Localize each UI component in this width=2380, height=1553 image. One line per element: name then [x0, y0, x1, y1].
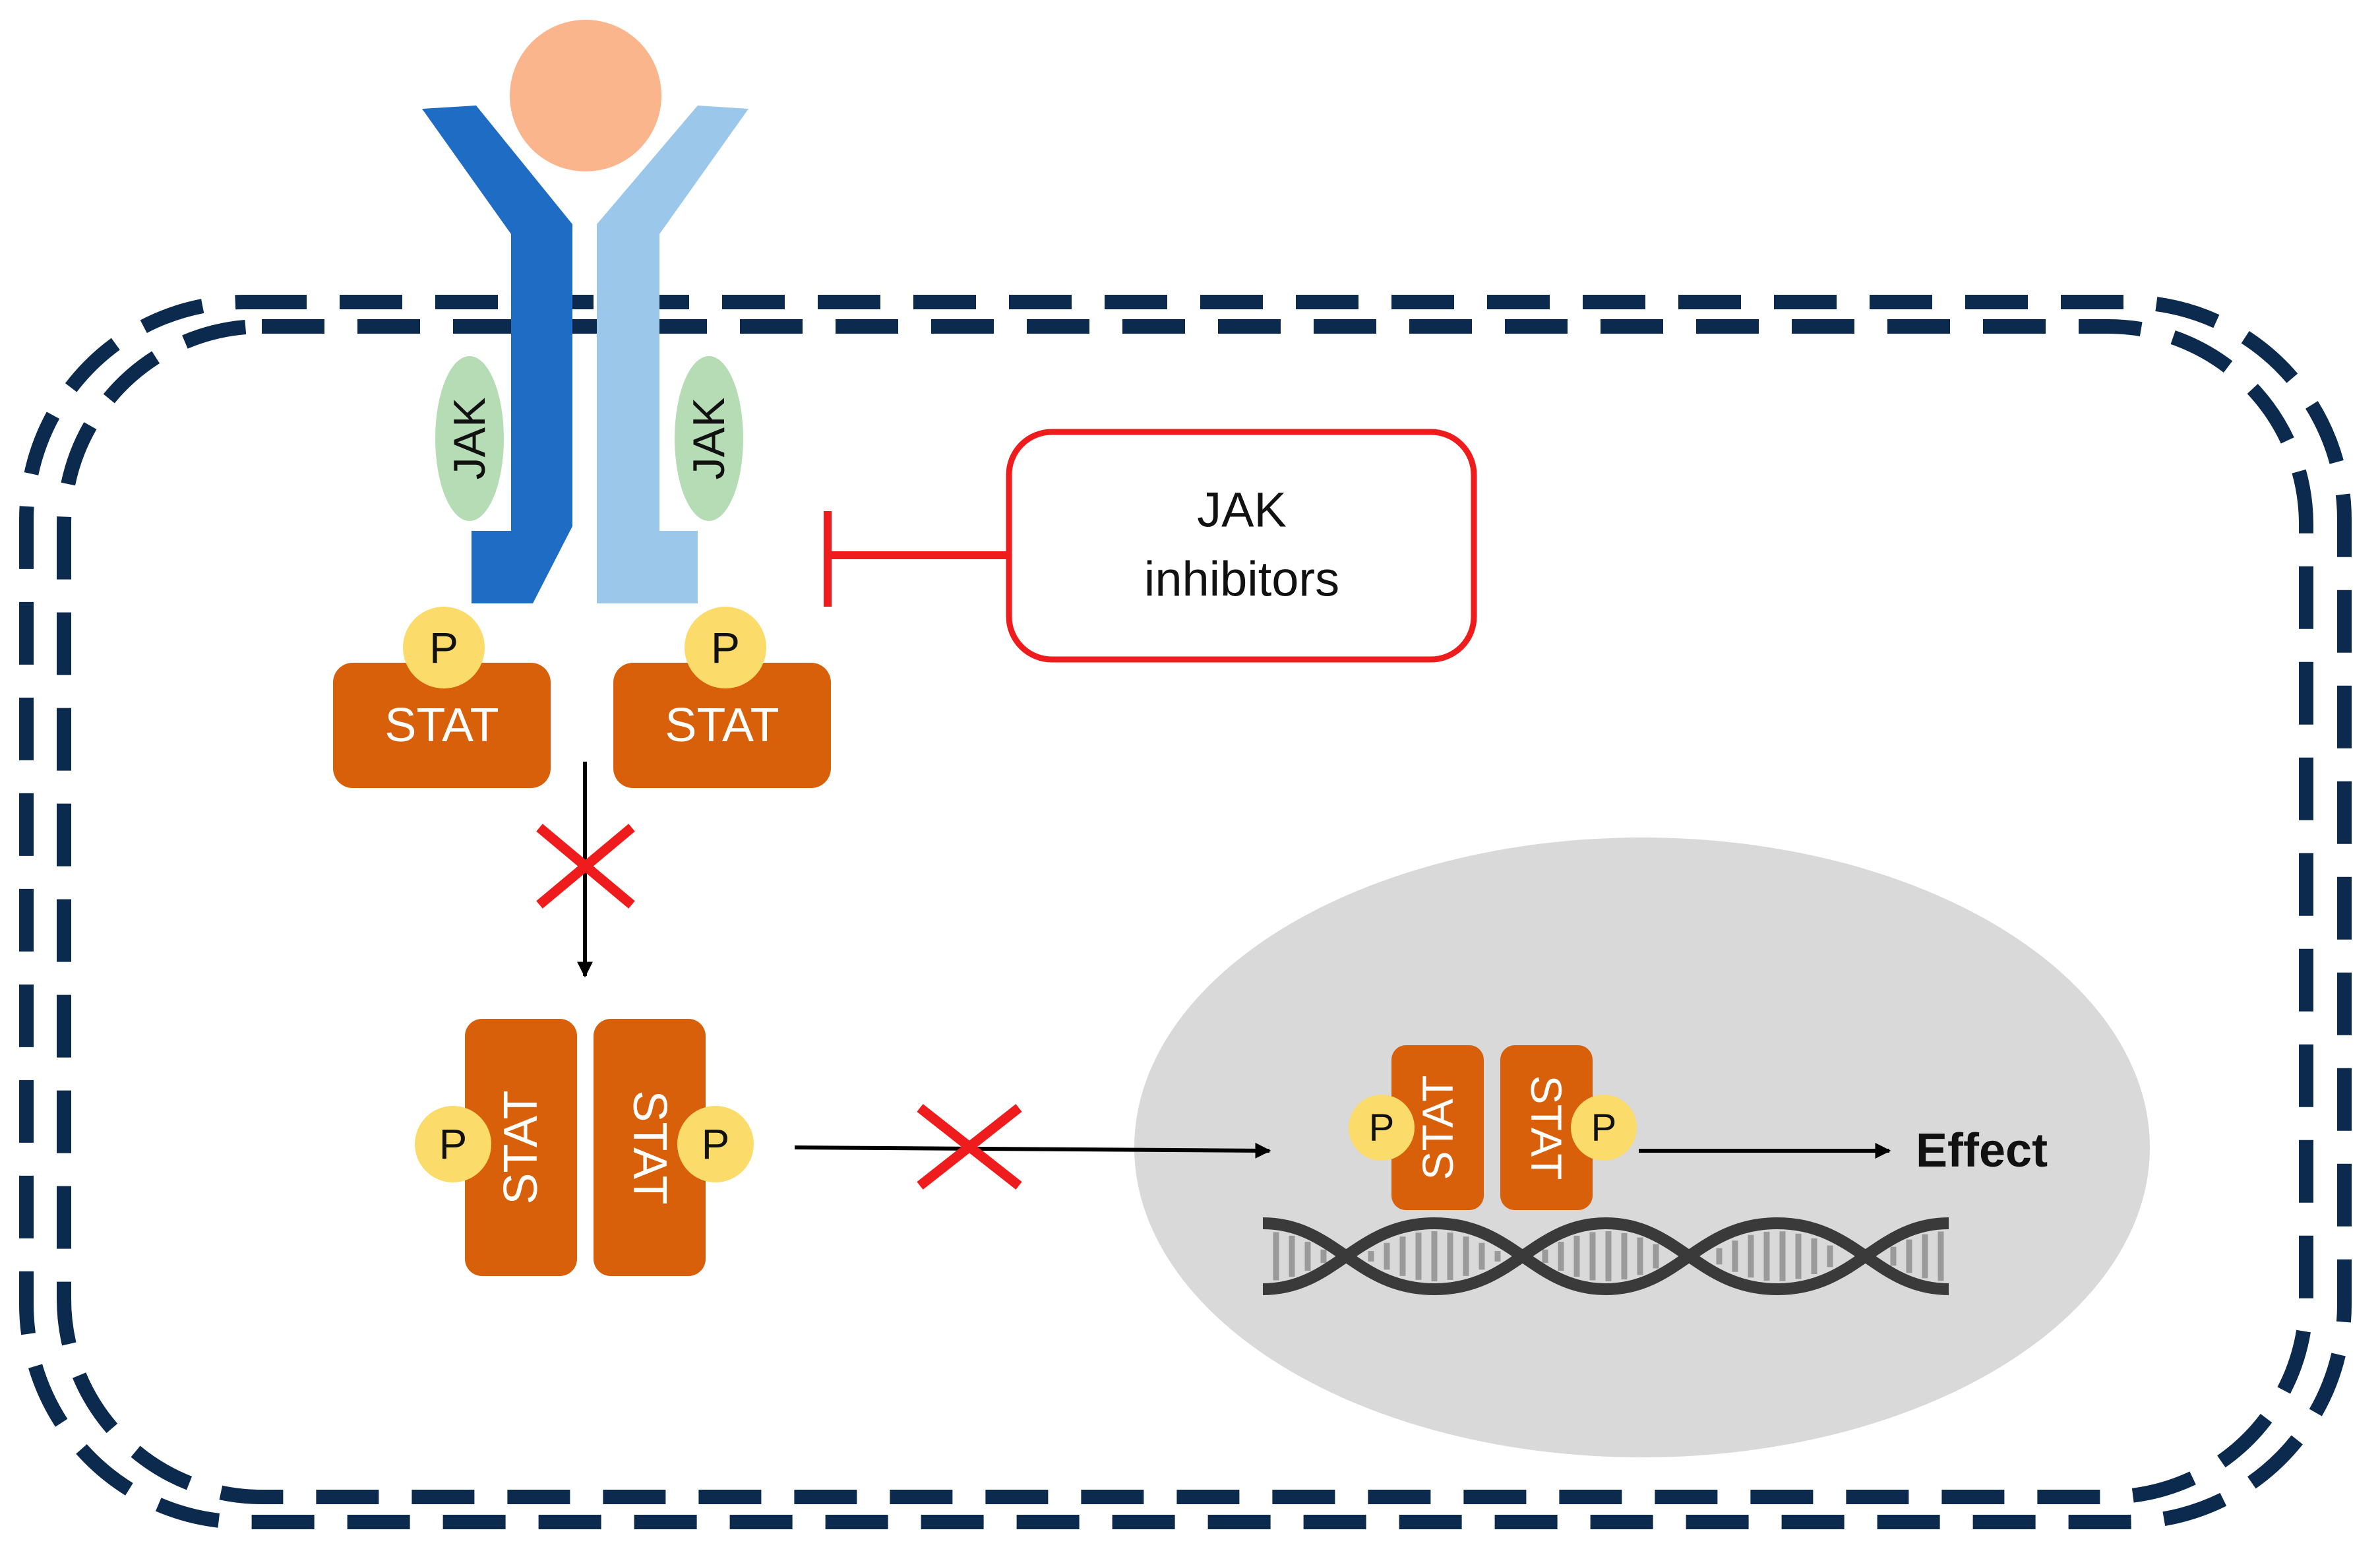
phosphate-nucleus-right-label: P — [1591, 1107, 1617, 1149]
stat-nucleus-right-label: STAT — [1522, 1076, 1571, 1180]
phosphate-dimer-right — [677, 1106, 754, 1182]
stat-left-receptor-body — [333, 663, 551, 788]
stat-dimer-right-label: STAT — [623, 1090, 676, 1204]
phosphate-nucleus-right — [1571, 1095, 1637, 1161]
phosphate-nucleus-left — [1349, 1095, 1415, 1161]
jak-right-shape — [675, 356, 743, 521]
phosphate-right-receptor — [685, 607, 766, 688]
stat-dimer-left-label: STAT — [495, 1090, 547, 1204]
stat-dimer-nucleus: STAT STAT P P — [1349, 1045, 1637, 1210]
stat-dimer-left-body — [465, 1019, 577, 1276]
stat-right-receptor-label: STAT — [665, 699, 779, 752]
dna-helix — [1262, 1217, 1949, 1296]
block-x-translocation-stroke2 — [917, 1104, 1022, 1190]
stat-nucleus-left-label: STAT — [1413, 1076, 1462, 1180]
translocation-arrow — [794, 1142, 1271, 1159]
jak-inhibitors-label-line2: inhibitors — [1144, 552, 1339, 607]
stat-dimer-cytoplasm: STAT STAT P P — [415, 1019, 754, 1276]
block-x-translocation — [917, 1104, 1022, 1190]
stat-right-receptor: STAT P — [613, 607, 831, 788]
phosphate-dimer-left — [415, 1106, 491, 1182]
jak-left: JAK — [435, 356, 504, 521]
effect-label: Effect — [1916, 1124, 2048, 1177]
receptor-right-chain — [597, 106, 748, 603]
jak-left-shape — [435, 356, 504, 521]
phosphate-left-receptor-label: P — [429, 623, 458, 672]
cell-membrane-outer — [19, 295, 2352, 1529]
cytokine-receptor — [422, 106, 748, 603]
jak-inhibitors-box: JAK inhibitors — [1006, 429, 1477, 663]
stat-left-receptor: STAT P — [333, 607, 551, 788]
jak-inhibitors-frame — [1006, 429, 1477, 663]
phosphate-left-receptor — [403, 607, 485, 688]
receptor-left-chain — [422, 106, 572, 603]
stat-dimer-right-body — [594, 1019, 706, 1276]
jak-right-label: JAK — [684, 398, 734, 480]
jak-left-label: JAK — [444, 398, 495, 480]
stat-right-receptor-body — [613, 663, 831, 788]
inhibition-symbol — [824, 511, 1009, 607]
block-x-dimerization-stroke2 — [536, 824, 635, 909]
block-x-dimerization — [536, 824, 635, 909]
jak-inhibitors-label-line1: JAK — [1197, 483, 1287, 537]
dna-strand-2 — [1262, 1217, 1949, 1296]
phosphate-dimer-left-label: P — [439, 1120, 468, 1168]
stat-left-receptor-label: STAT — [384, 699, 499, 752]
phosphate-nucleus-left-label: P — [1369, 1107, 1395, 1149]
stat-nucleus-right-body — [1500, 1045, 1593, 1210]
dna-strand-1 — [1262, 1217, 1949, 1296]
nucleus — [1134, 837, 2150, 1457]
phosphate-right-receptor-label: P — [711, 623, 740, 672]
cytokine-ligand — [510, 20, 661, 171]
stat-nucleus-left-body — [1391, 1045, 1484, 1210]
dna-base-pairs — [1273, 1231, 1944, 1281]
jak-right: JAK — [675, 356, 743, 521]
phosphate-dimer-right-label: P — [702, 1120, 730, 1168]
cell-membrane-inner — [57, 319, 2313, 1504]
cell-membrane — [19, 295, 2352, 1529]
